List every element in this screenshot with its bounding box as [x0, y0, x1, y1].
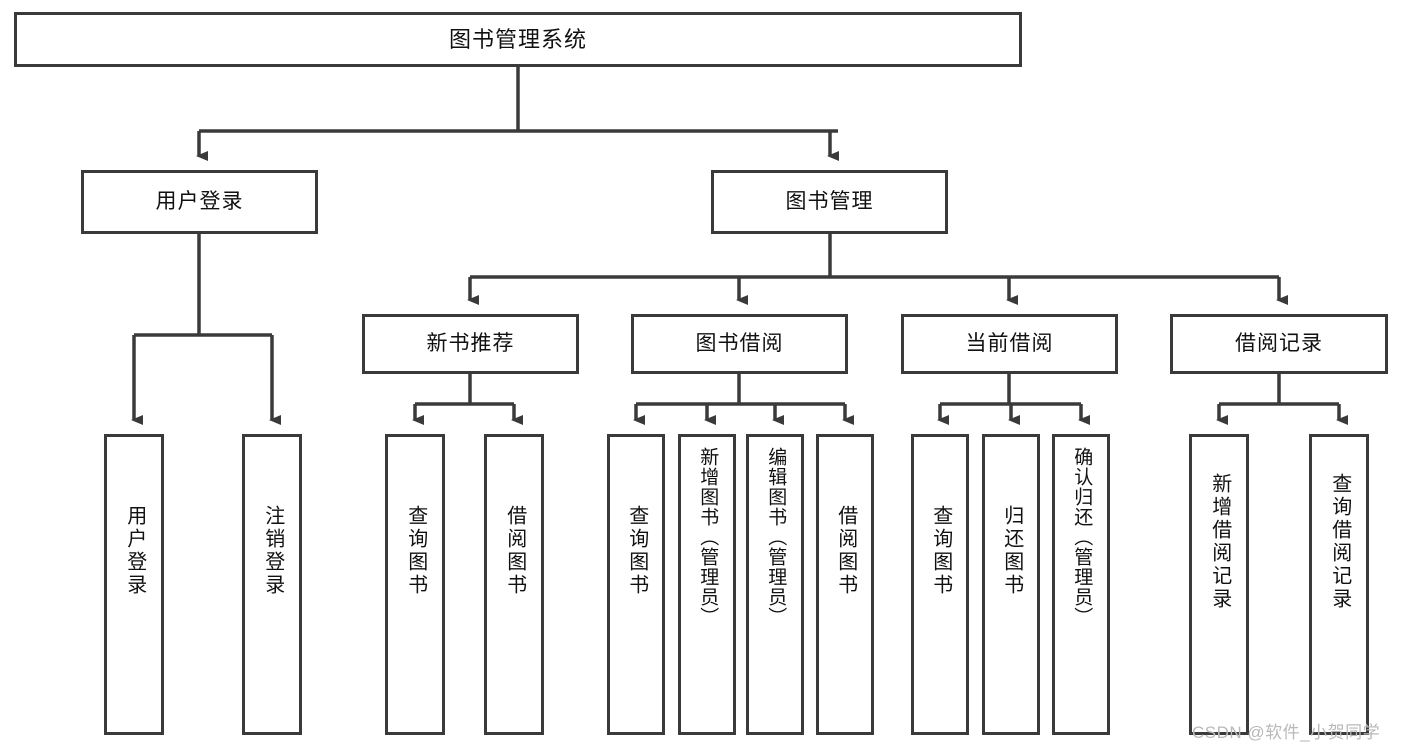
leaf-query-book-borrow[interactable]: 查询图书 — [607, 434, 665, 735]
leaf-borrow-book-rec[interactable]: 借阅图书 — [484, 434, 544, 735]
leaf-add-book-label: 新增图书（管理员） — [697, 447, 719, 627]
leaf-query-book-cur-label: 查询图书 — [929, 505, 952, 597]
leaf-add-record-label: 新增借阅记录 — [1208, 473, 1231, 611]
leaf-query-record-label: 查询借阅记录 — [1328, 473, 1351, 611]
leaf-edit-book[interactable]: 编辑图书（管理员） — [746, 434, 804, 735]
leaf-logout[interactable]: 注销登录 — [242, 434, 302, 735]
node-borrow-record[interactable]: 借阅记录 — [1170, 314, 1388, 374]
leaf-user-login[interactable]: 用户登录 — [104, 434, 164, 735]
node-book-borrow-label: 图书借阅 — [695, 331, 784, 355]
leaf-query-book-rec-label: 查询图书 — [404, 505, 427, 597]
leaf-add-book[interactable]: 新增图书（管理员） — [678, 434, 736, 735]
node-current-borrow-label: 当前借阅 — [965, 331, 1054, 355]
leaf-query-book-rec[interactable]: 查询图书 — [385, 434, 445, 735]
node-user-login-label: 用户登录 — [155, 189, 244, 213]
leaf-confirm-return-label: 确认归还（管理员） — [1071, 447, 1093, 627]
leaf-return-book-label: 归还图书 — [1000, 505, 1023, 597]
leaf-borrow-book-label: 借阅图书 — [834, 505, 857, 597]
leaf-borrow-book[interactable]: 借阅图书 — [816, 434, 874, 735]
node-new-book-rec-label: 新书推荐 — [426, 331, 515, 355]
node-new-book-rec[interactable]: 新书推荐 — [362, 314, 579, 374]
node-root-system[interactable]: 图书管理系统 — [14, 12, 1022, 67]
leaf-user-login-label: 用户登录 — [123, 505, 146, 597]
node-borrow-record-label: 借阅记录 — [1235, 331, 1323, 355]
leaf-add-record[interactable]: 新增借阅记录 — [1189, 434, 1249, 735]
csdn-watermark: CSDN @软件_小贺同学 — [1192, 723, 1381, 742]
node-root-label: 图书管理系统 — [448, 26, 587, 52]
node-book-manage[interactable]: 图书管理 — [711, 170, 948, 234]
leaf-query-book-cur[interactable]: 查询图书 — [911, 434, 969, 735]
leaf-return-book[interactable]: 归还图书 — [982, 434, 1040, 735]
node-current-borrow[interactable]: 当前借阅 — [901, 314, 1118, 374]
leaf-logout-label: 注销登录 — [261, 505, 284, 597]
node-book-manage-label: 图书管理 — [785, 189, 874, 213]
leaf-query-book-borrow-label: 查询图书 — [625, 505, 648, 597]
leaf-confirm-return[interactable]: 确认归还（管理员） — [1052, 434, 1110, 735]
leaf-edit-book-label: 编辑图书（管理员） — [765, 447, 787, 627]
leaf-query-record[interactable]: 查询借阅记录 — [1309, 434, 1369, 735]
node-user-login[interactable]: 用户登录 — [81, 170, 318, 234]
leaf-borrow-book-rec-label: 借阅图书 — [503, 505, 526, 597]
node-book-borrow[interactable]: 图书借阅 — [631, 314, 848, 374]
